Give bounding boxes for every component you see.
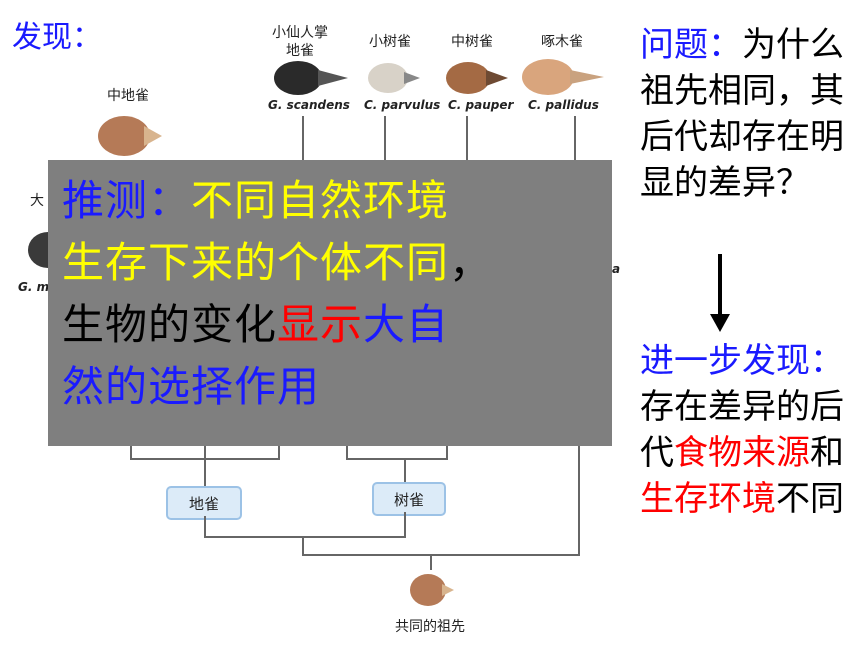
finch-phylogeny-diagram: 小仙人掌 地雀 小树雀 中树雀 啄木雀 G. scandens C. parvu… (18, 25, 621, 635)
hypothesis-line-3: 生物的变化显示大自 (62, 294, 598, 356)
bird-head-4-icon (522, 59, 604, 95)
bird-sci-1: G. scandens (268, 98, 350, 112)
tree-line (346, 458, 448, 460)
question-block: 问题：为什么祖先相同，其后代却存在明显的差异？ (640, 22, 855, 206)
hypothesis-line3-blue: 大自 (363, 300, 450, 349)
further-discovery-block: 进一步发现： 存在差异的后代食物来源和生存环境不同 (640, 338, 855, 522)
ancestor-bird-head-icon (410, 574, 454, 606)
tree-finch-group-box: 树雀 (372, 482, 446, 516)
further-and: 和 (810, 433, 844, 473)
discovery-heading: 发现： (12, 20, 102, 55)
hypothesis-line1-text: 不同自然环境 (191, 176, 450, 225)
hypothesis-comma: ， (449, 238, 493, 287)
tree-line (430, 554, 432, 570)
tree-line (204, 446, 206, 486)
tree-line (446, 446, 448, 460)
hypothesis-box: 推测：不同自然环境 生存下来的个体不同， 生物的变化显示大自 然的选择作用 (48, 160, 612, 446)
bird-head-1-icon (274, 61, 348, 95)
tree-line (204, 516, 206, 538)
left-bird-sci-partial: G. m (18, 280, 50, 294)
hypothesis-line3-red: 显示 (277, 300, 364, 349)
tree-line (578, 446, 580, 556)
bird-head-mid-icon (98, 116, 162, 156)
bird-label-1-line1: 小仙人掌 (272, 25, 328, 41)
down-arrow-icon (710, 254, 730, 332)
tree-line (302, 536, 304, 556)
hypothesis-line-4: 然的选择作用 (62, 356, 598, 418)
tree-line (384, 116, 386, 162)
further-part1: 存在差异的后代 (640, 387, 844, 473)
question-text: 为什么祖先相同，其后代却存在明显的差异？ (640, 25, 844, 203)
bird-label-4: 啄木雀 (541, 34, 583, 50)
further-end: 不同 (776, 479, 844, 519)
bird-sci-4: C. pallidus (528, 98, 599, 112)
tree-line (346, 446, 348, 460)
hypothesis-prefix: 推测： (62, 176, 192, 225)
hypothesis-line-2: 生存下来的个体不同， (62, 232, 598, 294)
further-text: 存在差异的后代食物来源和生存环境不同 (640, 384, 855, 522)
further-env: 生存环境 (640, 479, 776, 519)
bird-label-3: 中树雀 (451, 34, 493, 50)
tree-line (278, 446, 280, 460)
further-label: 进一步发现： (640, 341, 844, 381)
left-bird-label-partial: 大 (30, 193, 44, 209)
hypothesis-line2-text: 生存下来的个体不同 (62, 238, 450, 287)
tree-line (302, 554, 580, 556)
tree-line (130, 446, 132, 460)
bird-head-3-icon (446, 62, 508, 94)
question-label: 问题： (640, 25, 742, 65)
hypothesis-line4-text: 然的选择作用 (62, 362, 321, 411)
bird-sci-3: C. pauper (448, 98, 514, 112)
bird-label-1-line2: 地雀 (286, 43, 314, 59)
tree-line (302, 116, 304, 162)
tree-line (404, 458, 406, 484)
tree-finch-group-label: 树雀 (393, 490, 424, 509)
bird-label-2: 小树雀 (369, 34, 411, 50)
bird-head-2-icon (368, 63, 420, 93)
ancestor-label: 共同的祖先 (395, 619, 465, 635)
further-food: 食物来源 (674, 433, 810, 473)
hypothesis-line3-black: 生物的变化 (62, 300, 278, 349)
mid-ground-finch-label: 中地雀 (107, 88, 149, 104)
bird-head-left-icon (28, 232, 52, 268)
bird-sci-2: C. parvulus (364, 98, 441, 112)
right-sci-partial: a (612, 262, 621, 276)
tree-line (466, 116, 468, 162)
tree-line (404, 512, 406, 538)
ground-finch-group-box: 地雀 (166, 486, 242, 520)
hypothesis-line-1: 推测：不同自然环境 (62, 170, 598, 232)
ground-finch-group-label: 地雀 (188, 494, 219, 513)
tree-line (204, 536, 406, 538)
tree-line (130, 458, 280, 460)
tree-line (574, 116, 576, 162)
